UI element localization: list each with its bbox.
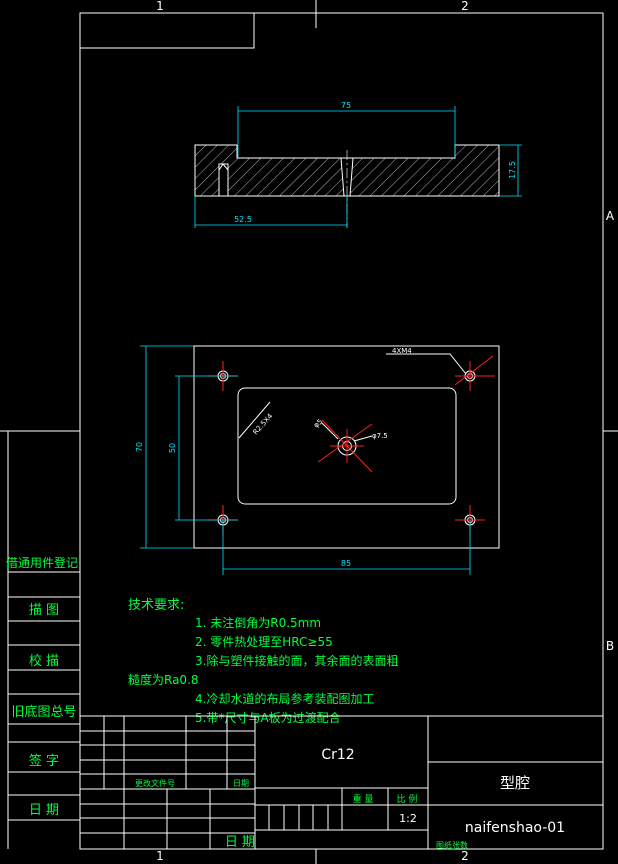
- zone-bottom-1: 1: [156, 849, 164, 863]
- scale-label: 比 例: [397, 793, 418, 805]
- weight-label: 重 量: [353, 793, 374, 805]
- label-d7-5: φ7.5: [372, 432, 388, 440]
- tech-item-5: 5.带*尺寸与A板为过渡配合: [195, 710, 341, 725]
- tech-item-3-cont: 糙度为Ra0.8: [128, 672, 199, 687]
- side-row-6: 日 期: [29, 803, 59, 818]
- tech-item-1: 1. 未注倒角为R0.5mm: [195, 615, 321, 630]
- label-screw-4xm4: 4XM4: [392, 347, 412, 355]
- side-row-1: 借通用件登记: [6, 555, 78, 570]
- scale-value: 1:2: [399, 812, 417, 825]
- side-row-5: 签 字: [29, 753, 59, 769]
- side-row-2: 描 图: [29, 603, 59, 618]
- label-radius: R2.5X4: [252, 412, 275, 437]
- zone-top-1: 1: [156, 0, 164, 13]
- dim-height-17-5: 17.5: [508, 161, 517, 179]
- dim-height-50: 50: [168, 443, 177, 453]
- material: Cr12: [321, 747, 354, 763]
- part-name: 型腔: [500, 774, 530, 792]
- tech-title: 技术要求:: [128, 598, 184, 613]
- dim-width-85: 85: [341, 559, 351, 568]
- tech-requirements: 技术要求: 1. 未注倒角为R0.5mm 2. 零件热处理至HRC≥55 3.除…: [128, 598, 398, 725]
- tech-item-4: 4.冷却水道的布局参考装配图加工: [195, 691, 374, 706]
- zone-right-a: A: [606, 209, 615, 223]
- zone-top-2: 2: [461, 0, 469, 13]
- tech-item-3: 3.除与塑件接触的面，其余面的表面粗: [195, 653, 398, 668]
- side-row-3: 校 描: [29, 653, 59, 669]
- dim-offset-52-5: 52.5: [234, 215, 252, 224]
- sheet-count-label: 图纸张数: [436, 840, 468, 850]
- section-view: 75 17.5 52.5: [194, 101, 522, 228]
- change-doc-label: 更改文件号: [135, 778, 175, 788]
- date-label: 日 期: [225, 835, 255, 850]
- plan-view: 4XM4 R2.5X4 φ5 φ7.5 70 50 85: [135, 345, 500, 575]
- date-label-small: 日期: [233, 779, 249, 788]
- zone-right-b: B: [606, 639, 614, 653]
- tech-item-2: 2. 零件热处理至HRC≥55: [195, 635, 333, 649]
- dim-height-70: 70: [135, 442, 144, 452]
- dim-width-75: 75: [341, 101, 351, 110]
- label-d5: φ5: [312, 418, 324, 430]
- side-row-4: 旧底图总号: [11, 704, 76, 720]
- drawing-number: naifenshao-01: [465, 820, 565, 836]
- title-block: 更改文件号 日期 日 期 Cr12 型腔 naifenshao-01 重 量 比…: [80, 715, 603, 850]
- zone-bottom-2: 2: [461, 849, 469, 863]
- side-panel: 借通用件登记 描 图 校 描 旧底图总号 签 字 日 期: [6, 555, 80, 821]
